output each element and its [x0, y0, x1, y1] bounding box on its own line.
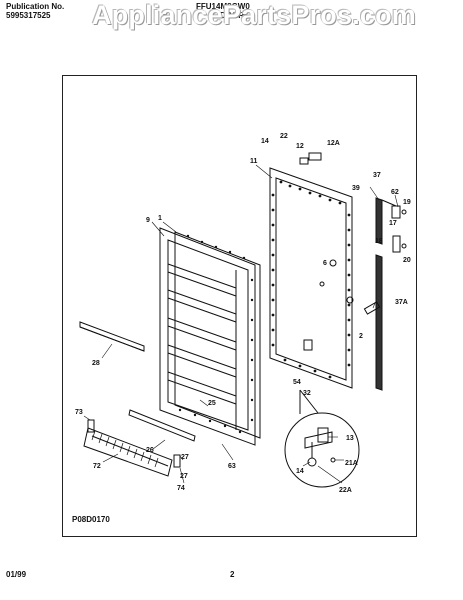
- callout-labels: 1 9 11 12 12A 13 14 17 18 19 20 21A 22 2…: [75, 133, 411, 494]
- callout-21a: 21A: [345, 460, 358, 467]
- callout-6: 6: [323, 260, 327, 267]
- watermark-logo: AppliancePartsPros.com: [92, 0, 417, 30]
- callout-39: 39: [352, 185, 360, 192]
- callout-14-top: 14: [261, 138, 269, 145]
- bottom-trim: [83, 409, 196, 477]
- callout-73: 73: [75, 409, 83, 416]
- diagram-frame: [62, 75, 417, 537]
- publication-number: 5995317525: [6, 11, 51, 20]
- callout-14-detail: 14: [296, 468, 304, 475]
- publication-label: Publication No.: [6, 2, 65, 11]
- callout-1: 1: [158, 215, 162, 222]
- callout-37a: 37A: [395, 299, 408, 306]
- callout-2: 2: [359, 333, 363, 340]
- callout-11: 11: [250, 158, 258, 165]
- footer-date: 01/99: [6, 570, 27, 579]
- drawing-id: P08D0170: [72, 515, 110, 524]
- callout-12: 12: [296, 143, 304, 150]
- callout-9: 9: [146, 217, 150, 224]
- gasket-strips: [375, 197, 397, 391]
- callout-62-top: 62: [391, 189, 399, 196]
- callout-32: 32: [303, 390, 311, 397]
- callout-37: 37: [373, 172, 381, 179]
- hinge-parts: [299, 152, 407, 315]
- callout-63: 63: [228, 463, 236, 470]
- callout-25: 25: [208, 400, 216, 407]
- callout-12a: 12A: [327, 140, 340, 147]
- callout-leaders: [83, 164, 399, 484]
- callout-18: 18: [375, 238, 383, 245]
- callout-13: 13: [346, 435, 354, 442]
- callout-27-left: 27: [181, 454, 189, 461]
- detail-magnifier: [284, 389, 360, 488]
- callout-22: 22: [280, 133, 288, 140]
- callout-72: 72: [93, 463, 101, 470]
- inner-door-liner: [159, 227, 261, 446]
- callout-74: 74: [177, 485, 185, 492]
- shelf-rail: [79, 321, 145, 352]
- page-number: 2: [230, 570, 235, 579]
- callout-19: 19: [403, 199, 411, 206]
- model-number: FFU14M8GW0: [196, 2, 250, 11]
- callout-26: 26: [146, 447, 154, 454]
- callout-20: 20: [403, 257, 411, 264]
- outer-door-panel: [269, 167, 353, 389]
- callout-17: 17: [389, 220, 397, 227]
- callout-27-lower: 27: [180, 473, 188, 480]
- callout-28: 28: [92, 360, 100, 367]
- callout-22a: 22A: [339, 487, 352, 494]
- callout-54: 54: [293, 379, 301, 386]
- door-screws: [271, 180, 351, 379]
- section-title: DOOR: [220, 11, 244, 20]
